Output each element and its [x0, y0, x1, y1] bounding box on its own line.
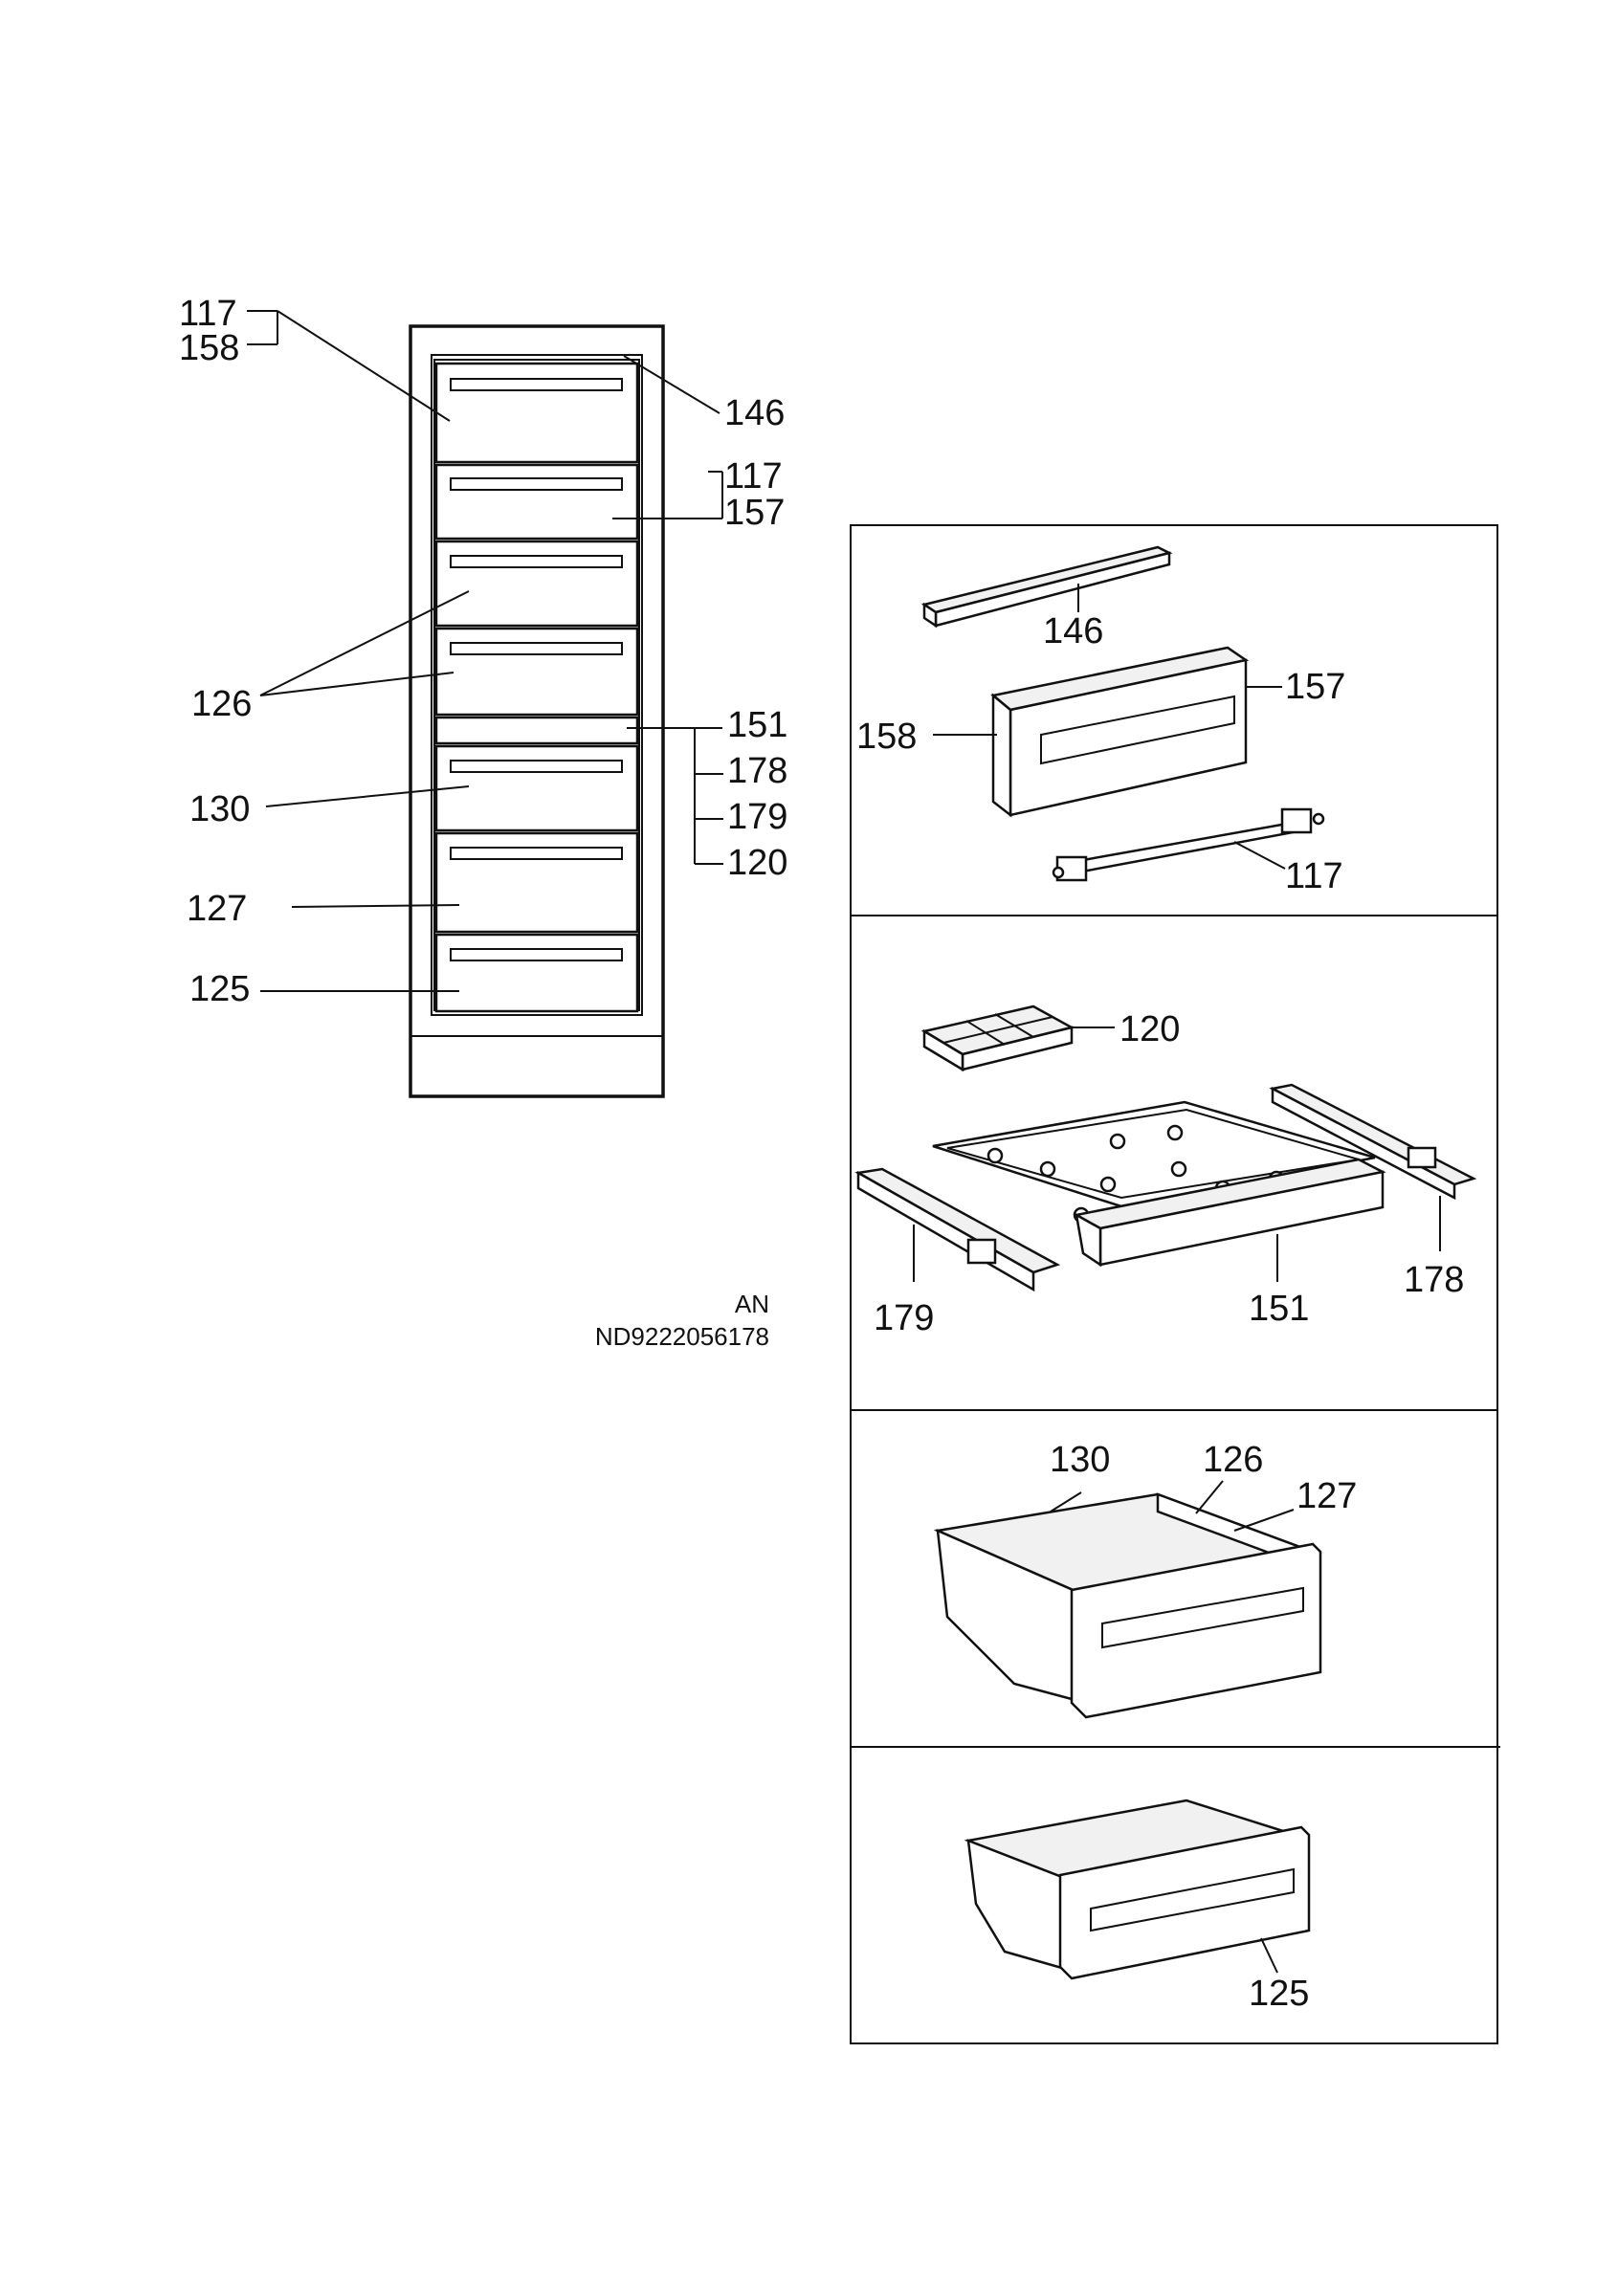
- drawer-front-4: [434, 627, 639, 717]
- drawer-front-2: [434, 463, 639, 541]
- bracket-117: [1065, 819, 1305, 876]
- label-158-panel: 158: [856, 717, 917, 757]
- label-127-cabinet: 127: [187, 889, 247, 929]
- label-130-panel: 130: [1050, 1440, 1110, 1480]
- panel-4-basket-parts: 125: [964, 1799, 1311, 2014]
- freezer-cabinet: [409, 324, 665, 1098]
- basket-side-130: [936, 1528, 1088, 1705]
- rail-146: [920, 545, 1173, 614]
- panel-2-shelf-parts: 120 179 151 178: [854, 1004, 1477, 1338]
- label-178-panel: 178: [1404, 1260, 1464, 1300]
- parts-panels-frame: [850, 524, 1500, 2044]
- cabinet-labels: 117 158 146 117 157 126 151 178 179 120 …: [179, 294, 787, 1009]
- drawer-front-3: [434, 540, 639, 628]
- label-125-cabinet: 125: [189, 969, 250, 1009]
- drawer-front-6: [434, 831, 639, 934]
- label-120-cabinet: 120: [727, 843, 787, 883]
- label-179-panel: 179: [874, 1298, 934, 1338]
- label-117-cabinet: 117: [724, 456, 783, 497]
- label-126-cabinet: 126: [191, 684, 252, 724]
- slide-179: [854, 1167, 1061, 1274]
- label-179-cabinet: 179: [727, 797, 787, 837]
- label-157-cabinet: 157: [724, 493, 785, 533]
- label-126-panel: 126: [1203, 1440, 1263, 1480]
- label-125-panel: 125: [1249, 1974, 1309, 2014]
- label-178-cabinet: 178: [727, 751, 787, 791]
- doc-code-number: ND9222056178: [595, 1322, 769, 1351]
- label-151-panel: 151: [1249, 1289, 1309, 1329]
- doc-code-an: AN: [735, 1290, 769, 1318]
- label-117-panel: 117: [1285, 856, 1343, 896]
- label-158-top: 158: [179, 328, 239, 368]
- shelf-frame: [932, 1100, 1376, 1209]
- basket-125-front: [1058, 1825, 1311, 1980]
- label-127-panel: 127: [1297, 1476, 1357, 1516]
- label-120-panel: 120: [1119, 1009, 1180, 1049]
- drawer-front-7: [434, 933, 639, 1013]
- label-146-panel: 146: [1043, 611, 1103, 651]
- drawer-front-5: [434, 744, 639, 832]
- panel-1-drawer-front-parts: 146 157 158 117: [856, 545, 1345, 896]
- label-157-panel: 157: [1285, 667, 1345, 707]
- cabinet-drawers: [434, 362, 639, 1013]
- label-151-cabinet: 151: [727, 705, 787, 745]
- panel-3-basket-parts: 130 126 127: [933, 1440, 1357, 1719]
- label-117-top: 117: [179, 294, 237, 334]
- label-146-cabinet: 146: [724, 393, 785, 433]
- label-130-cabinet: 130: [189, 789, 250, 829]
- tray-shelf-strip: [434, 716, 639, 745]
- cabinet-leader-lines: [247, 310, 723, 992]
- drawer-front-1: [434, 362, 639, 464]
